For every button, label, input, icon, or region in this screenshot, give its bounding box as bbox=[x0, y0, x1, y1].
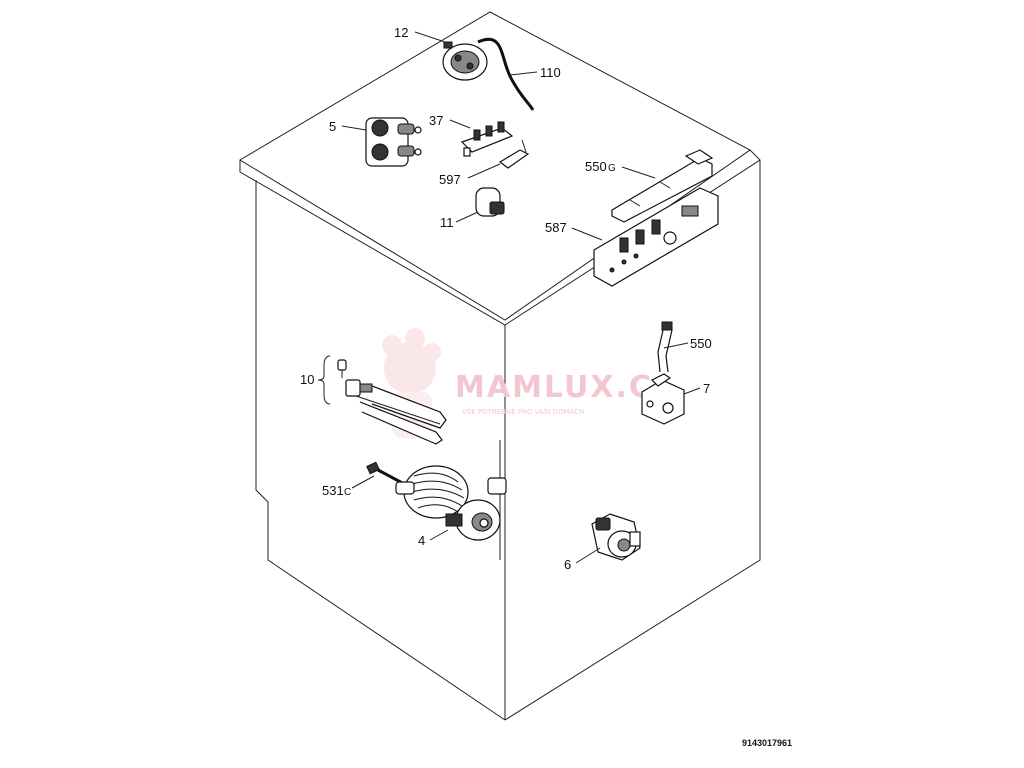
door-lock-icon bbox=[641, 321, 685, 425]
leader-597 bbox=[467, 163, 501, 179]
clip-icon bbox=[498, 139, 530, 169]
label-587: 587 bbox=[545, 220, 567, 235]
label-5: 5 bbox=[329, 119, 336, 134]
board-cover-icon bbox=[611, 149, 714, 223]
label-597: 597 bbox=[439, 172, 461, 187]
capacitor-icon bbox=[475, 187, 505, 217]
label-550g-number: 550 bbox=[585, 159, 607, 174]
leader-550g bbox=[621, 166, 656, 179]
leader-110 bbox=[509, 71, 538, 76]
heating-element-icon bbox=[337, 359, 447, 445]
label-6: 6 bbox=[564, 557, 571, 572]
label-4: 4 bbox=[418, 533, 425, 548]
leader-4 bbox=[429, 529, 449, 541]
label-10: 10 bbox=[300, 372, 314, 387]
pressure-switch-icon bbox=[442, 41, 488, 81]
label-550: 550 bbox=[690, 336, 712, 351]
label-37: 37 bbox=[429, 113, 443, 128]
watermark-brand: MAMLUX.C bbox=[455, 370, 653, 405]
document-number: 9143017961 bbox=[742, 738, 792, 748]
connector-icon bbox=[591, 513, 641, 561]
leader-531c bbox=[351, 475, 375, 489]
solenoid-valve-icon bbox=[365, 117, 422, 167]
leader-6 bbox=[575, 547, 601, 564]
leader-12 bbox=[414, 31, 446, 43]
label-12: 12 bbox=[394, 25, 408, 40]
circuit-board-icon bbox=[593, 187, 719, 287]
appliance-cabinet bbox=[239, 11, 761, 721]
leader-587 bbox=[571, 227, 603, 241]
label-11: 11 bbox=[440, 215, 454, 230]
label-531c-suffix: C bbox=[344, 487, 351, 498]
pressure-hose-icon bbox=[477, 37, 535, 111]
label-550g-suffix: G bbox=[608, 163, 616, 174]
watermark-tagline: VŠE POTŘEBNÉ PRO VAŠI DOMÁCN bbox=[462, 407, 584, 416]
label-531c-number: 531 bbox=[322, 483, 344, 498]
label-110: 110 bbox=[540, 65, 561, 80]
leader-550 bbox=[663, 342, 689, 349]
leader-7 bbox=[683, 387, 701, 395]
leader-5 bbox=[341, 125, 367, 131]
leader-37 bbox=[449, 119, 471, 129]
terminal-block-icon bbox=[460, 121, 514, 157]
label-7: 7 bbox=[703, 381, 710, 396]
leader-11 bbox=[455, 211, 479, 223]
brace-10 bbox=[317, 355, 331, 405]
drain-pump-icon bbox=[395, 465, 507, 541]
